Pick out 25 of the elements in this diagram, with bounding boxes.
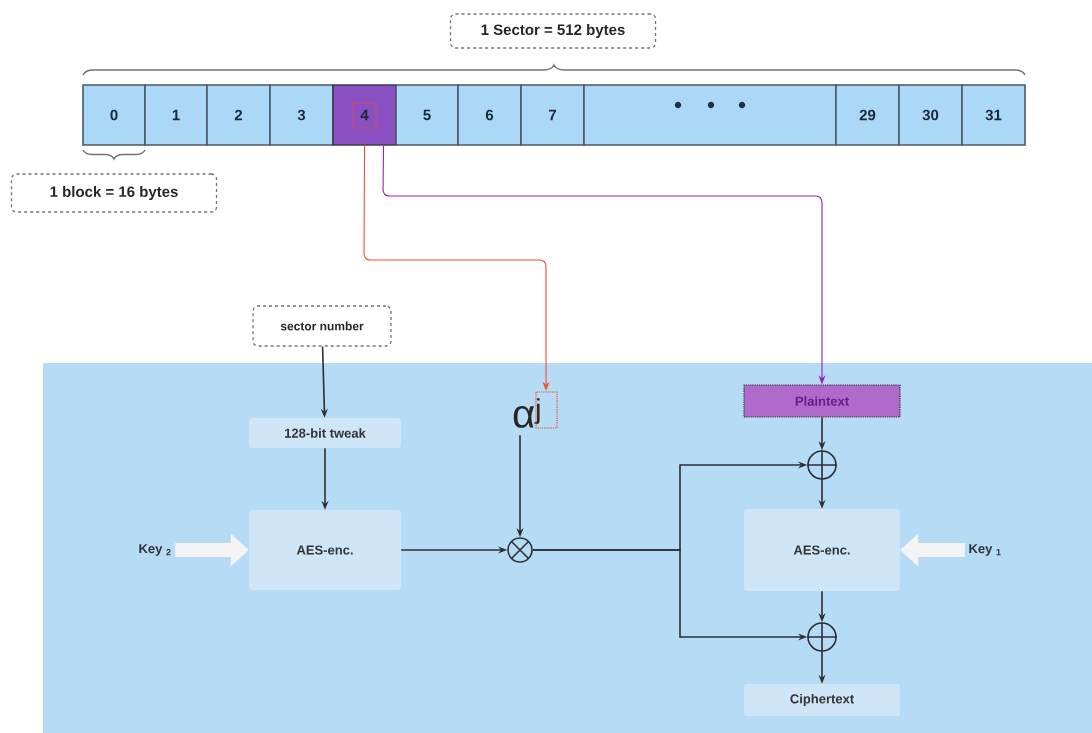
formula-label: α$^{j}$ xyxy=(513,398,540,428)
operator-circle xyxy=(806,621,838,653)
plaintext-box: Plaintext xyxy=(743,384,901,418)
key-label: Key $_{2}$ xyxy=(139,544,171,556)
block-cell: 5 xyxy=(395,84,459,146)
operator-circle xyxy=(507,537,533,563)
key-label: Key $_{1}$ xyxy=(969,544,1001,556)
block-cell: 0 xyxy=(82,84,146,146)
block-cell: 31 xyxy=(961,84,1026,146)
block-cell: 2 xyxy=(206,84,271,146)
highlighted-block-cell: 4 xyxy=(332,84,397,146)
process-box: 128-bit tweak xyxy=(249,418,401,448)
block-cell: 29 xyxy=(835,84,900,146)
dashed-label-box: sector number xyxy=(252,305,392,347)
block-cell: 3 xyxy=(269,84,334,146)
process-box: AES-enc. xyxy=(744,509,900,591)
block-cell: 30 xyxy=(898,84,963,146)
block-cell: 6 xyxy=(457,84,522,146)
dashed-label-box: 1 block = 16 bytes xyxy=(10,173,218,213)
operator-circle xyxy=(806,449,838,481)
block-cell: 7 xyxy=(520,84,585,146)
dashed-label-box: 1 Sector = 512 bytes xyxy=(449,13,657,49)
process-box: Ciphertext xyxy=(744,684,900,716)
process-box: AES-enc. xyxy=(249,510,401,590)
block-cell: 1 xyxy=(144,84,208,146)
